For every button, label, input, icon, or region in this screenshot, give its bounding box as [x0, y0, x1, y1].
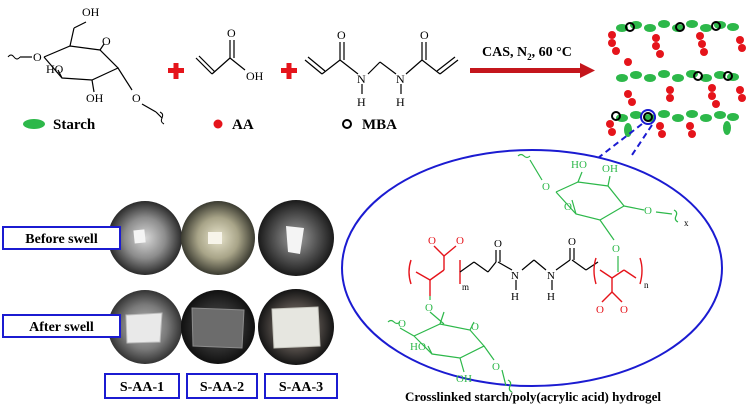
aa-hydroxyl: OH — [246, 69, 264, 83]
plus-icon-1 — [168, 63, 184, 79]
aa-legend-icon — [213, 119, 223, 129]
lower-sugar-unit — [387, 296, 513, 393]
linker-oxygen-right: O — [568, 236, 576, 248]
lower-sugar-ring-oxygen: O — [471, 321, 479, 333]
legend-aa: AA — [232, 117, 254, 133]
mba-hydrogen-left: H — [357, 95, 366, 109]
zoom-connector-lines — [597, 123, 653, 159]
before-swell-label: Before swell — [25, 232, 98, 247]
paa-left-oxygen-top: O — [428, 235, 436, 247]
upper-sugar-unit — [517, 153, 679, 241]
linker-hydrogen-right: H — [547, 291, 555, 303]
sugar-left-oxygen: O — [33, 50, 42, 64]
sample-name-box-2: S-AA-2 — [186, 373, 258, 399]
sample-photo-before-3 — [258, 200, 334, 276]
legend: Starch AA MBA — [23, 117, 397, 133]
legend-mba: MBA — [362, 117, 397, 133]
zoom-structure-frame — [341, 149, 723, 387]
sugar-oh-top: OH — [82, 5, 100, 19]
sample-name-3: S-AA-3 — [279, 380, 323, 395]
hydrogel-network-cartoon — [606, 20, 746, 138]
paa-right-oxygen-left: O — [596, 304, 604, 316]
sample-photo-before-2 — [181, 201, 255, 275]
upper-sugar-ho: HO — [571, 159, 587, 171]
upper-sugar-left-oxygen: O — [542, 181, 550, 193]
paa-left-segment — [408, 245, 461, 296]
reaction-arrow — [470, 63, 595, 78]
mba-oxygen-right: O — [420, 28, 429, 42]
paa-right-oxygen-right: O — [620, 304, 628, 316]
mba-legend-icon — [342, 119, 352, 129]
repeat-n: n — [644, 280, 649, 290]
lower-sugar-top-oxygen: O — [425, 302, 433, 314]
upper-sugar-repeat-x: x — [684, 218, 689, 228]
starch-legend-icon — [23, 119, 45, 129]
sugar-ho: HO — [46, 62, 64, 76]
sample-name-box-1: S-AA-1 — [104, 373, 180, 399]
linker-hydrogen-left: H — [511, 291, 519, 303]
sample-name-2: S-AA-2 — [200, 380, 244, 395]
mba-hydrogen-right: H — [396, 95, 405, 109]
sample-name-1: S-AA-1 — [120, 380, 164, 395]
sample-name-box-3: S-AA-3 — [264, 373, 338, 399]
mba-linker — [459, 248, 599, 290]
paa-right-segment — [593, 257, 643, 303]
aa-carbonyl-oxygen: O — [227, 26, 236, 40]
upper-sugar-ring-oxygen: O — [564, 201, 572, 213]
linker-nitrogen-right: N — [547, 270, 555, 282]
paa-left-oxygen-side: O — [456, 235, 464, 247]
sugar-bottom-oxygen: O — [132, 91, 141, 105]
mba-structure — [304, 42, 459, 94]
mba-nitrogen-right: N — [396, 72, 405, 86]
lower-sugar-left-oxygen: O — [398, 318, 406, 330]
repeat-m: m — [462, 282, 469, 292]
linker-oxygen-left: O — [494, 238, 502, 250]
structure-caption: Crosslinked starch/poly(acrylic acid) hy… — [405, 389, 661, 404]
sugar-oh-bottom: OH — [86, 91, 104, 105]
reaction-conditions: CAS, N2, 60 °C — [482, 45, 572, 62]
acrylic-acid-structure — [195, 40, 246, 75]
crosslink-oxygen-right: O — [612, 243, 620, 255]
mba-oxygen-left: O — [337, 28, 346, 42]
sample-photo-after-2 — [181, 290, 255, 364]
upper-sugar-oh: OH — [602, 163, 618, 175]
sample-photo-after-3 — [258, 289, 334, 365]
sample-photo-after-1 — [108, 290, 182, 364]
starch-unit-structure — [7, 21, 165, 125]
before-swell-box: Before swell — [2, 226, 121, 250]
sugar-ring-oxygen: O — [102, 34, 111, 48]
lower-sugar-ho: HO — [410, 341, 426, 353]
legend-starch: Starch — [53, 117, 96, 133]
upper-sugar-right-oxygen: O — [644, 205, 652, 217]
plus-icon-2 — [281, 63, 297, 79]
sample-photo-before-1 — [108, 201, 182, 275]
after-swell-label: After swell — [29, 320, 94, 335]
mba-nitrogen-left: N — [357, 72, 366, 86]
lower-sugar-oh: OH — [456, 373, 472, 385]
after-swell-box: After swell — [2, 314, 121, 338]
zoom-highlight-ring — [640, 109, 656, 125]
linker-nitrogen-left: N — [511, 270, 519, 282]
lower-sugar-bottom-oxygen: O — [492, 361, 500, 373]
